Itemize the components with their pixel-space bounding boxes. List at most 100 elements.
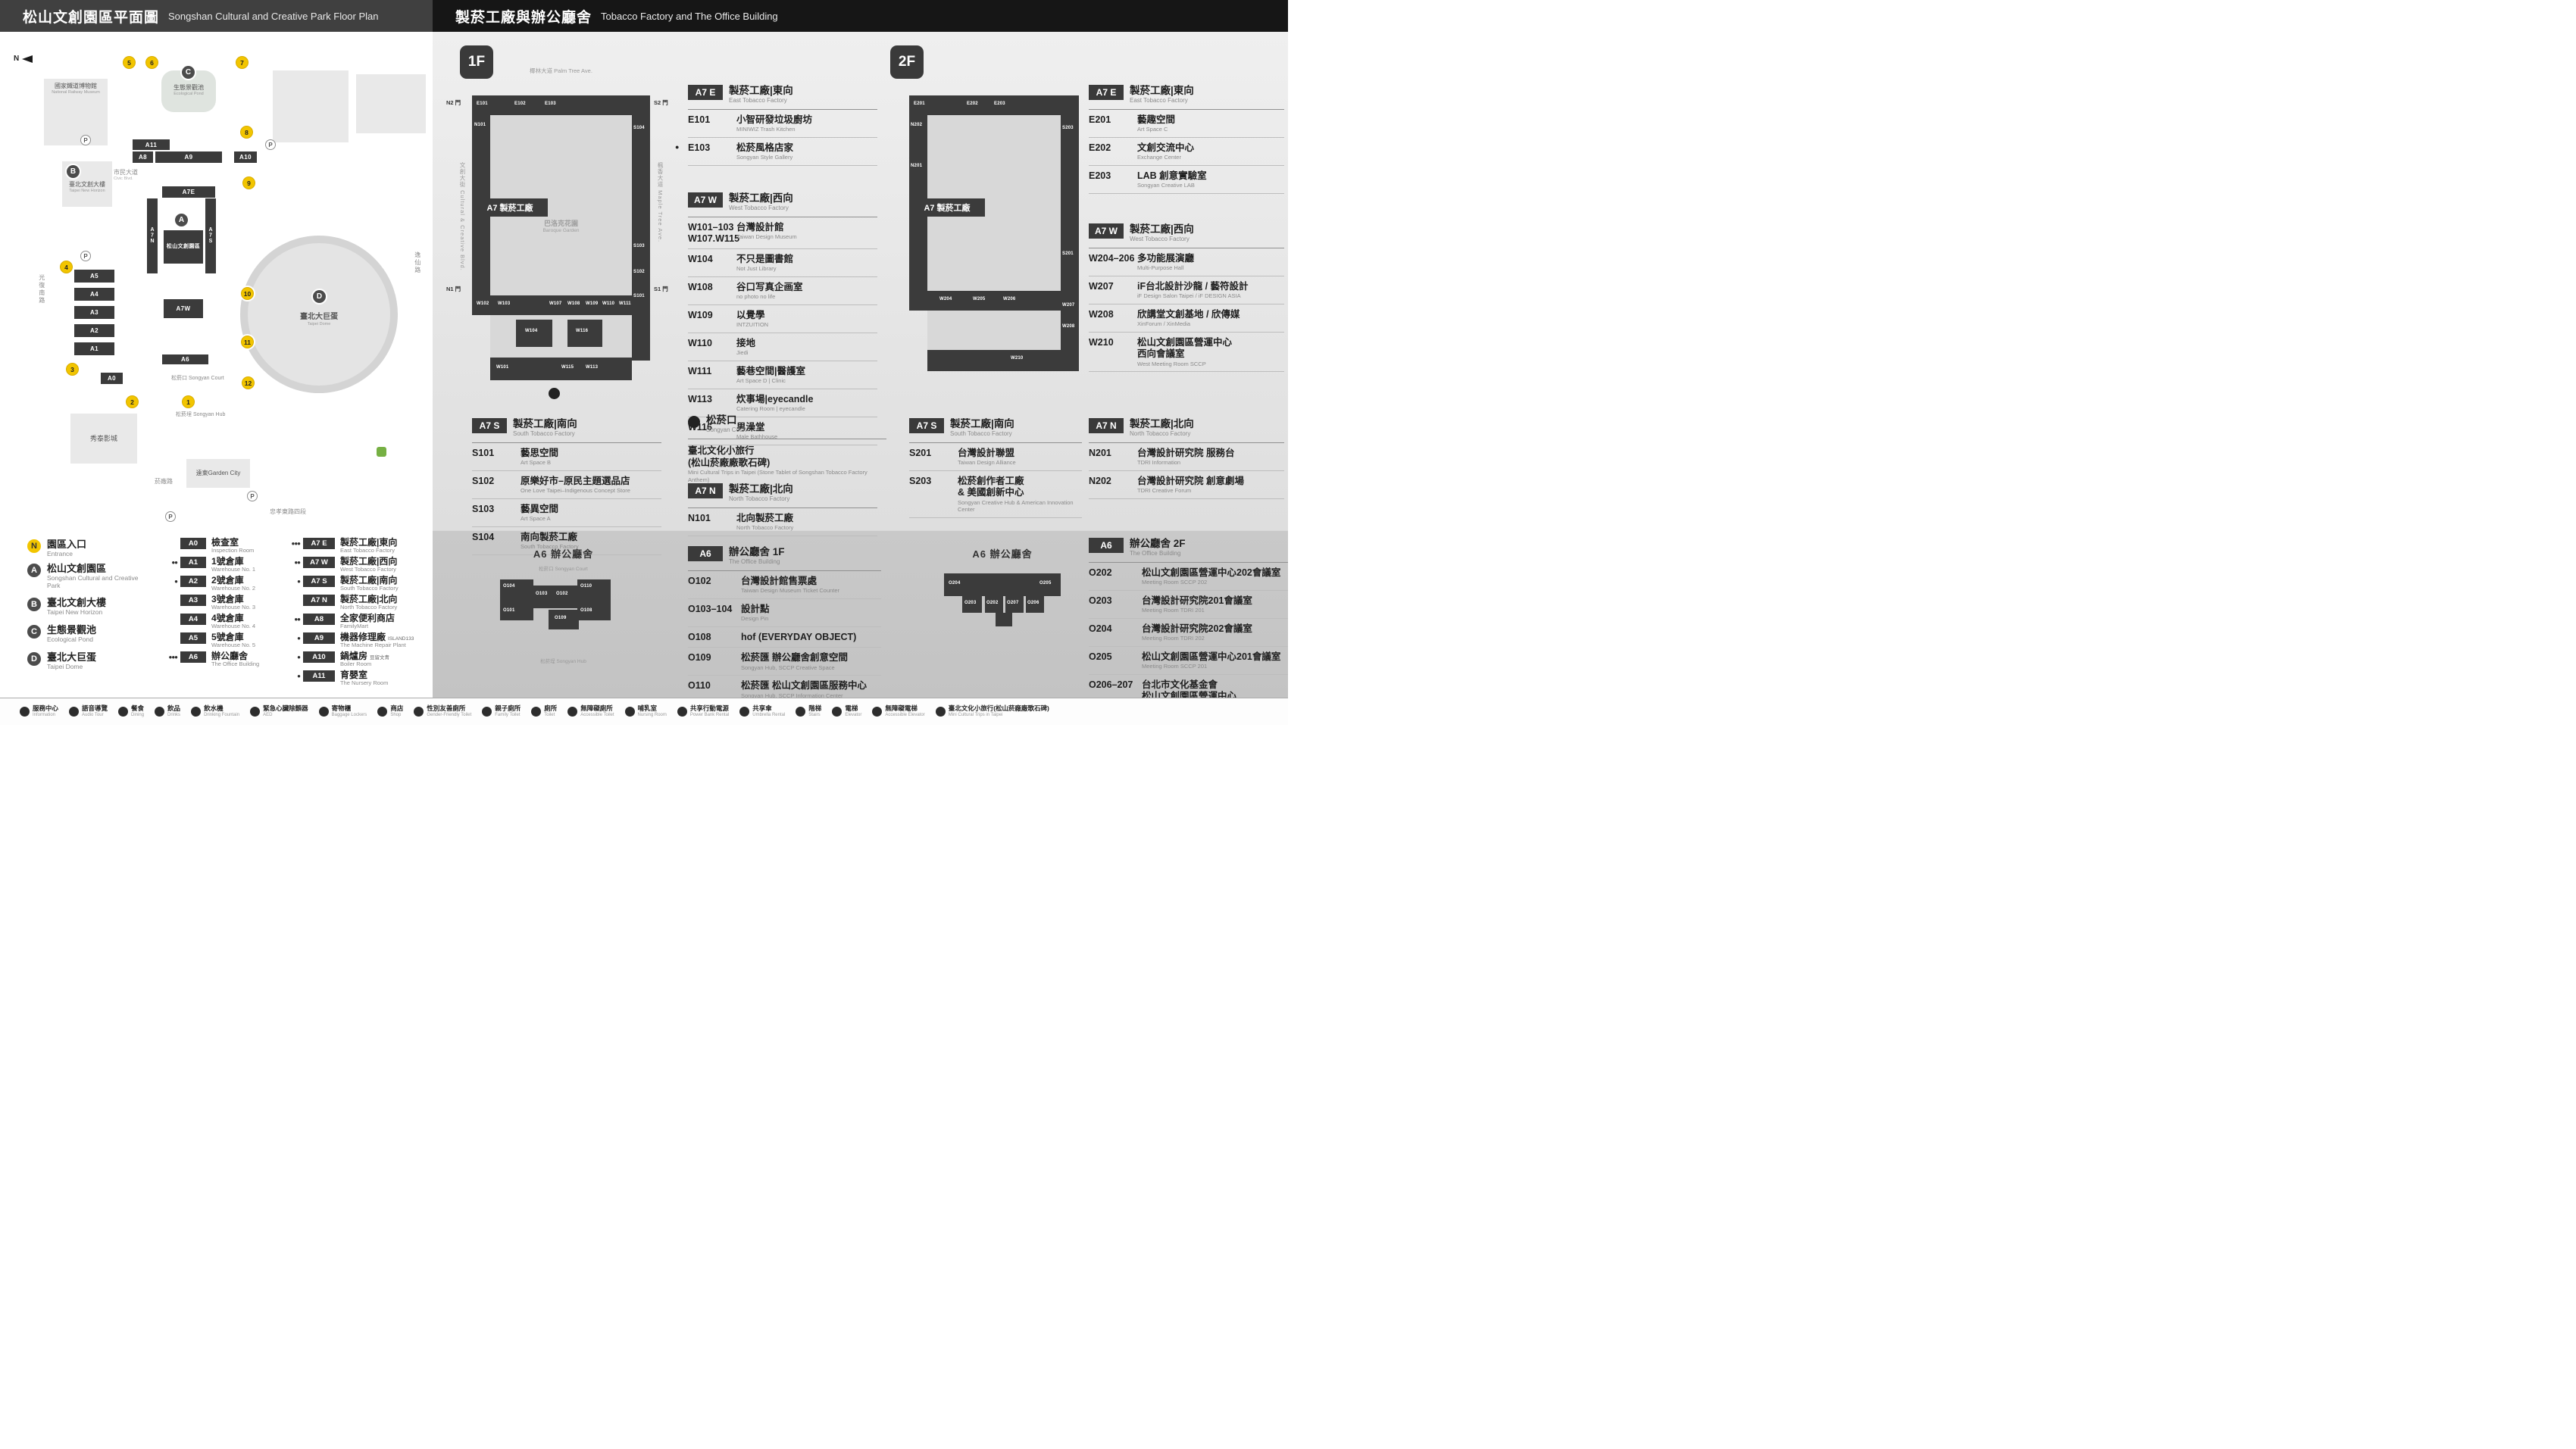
- section-badge: A7 S: [472, 418, 507, 433]
- room-label-w206: W206: [1003, 297, 1016, 301]
- building-label-zh: 全家便利商店: [340, 613, 395, 623]
- legend-entrance-row: N 園區入口 Entrance: [27, 539, 142, 567]
- garden-city-block: 遠東Garden City: [186, 459, 250, 488]
- legend-icon: [250, 707, 261, 717]
- room-label-w207: W207: [1062, 303, 1075, 308]
- room-label-o108: O108: [580, 608, 592, 613]
- legend-building-row: A4 4號倉庫 Warehouse No. 4: [158, 614, 273, 632]
- building-label-zh: 4號倉庫: [211, 613, 244, 623]
- legend-label-en: Family Toilet: [495, 712, 521, 717]
- room-label-o103: O103: [536, 592, 548, 596]
- songyan-hub-label: 松菸埕 Songyan Hub: [540, 659, 586, 664]
- a6-west-block: [500, 579, 533, 620]
- a6-plan-2f: A6 辦公廳舍 O204 O205 O203 O202 O207 O206: [932, 546, 1073, 660]
- parking-icon: P: [80, 251, 91, 261]
- building-label-en: Warehouse No. 4: [211, 622, 256, 629]
- room-code: O202: [1089, 567, 1112, 578]
- legend-item: 廁所 Toilet: [531, 704, 558, 718]
- room-code: S104: [472, 531, 495, 542]
- amenity-icons: ●●●: [168, 654, 179, 660]
- room-name: hof (EVERYDAY OBJECT): [741, 631, 857, 642]
- legend-item: 無障礙廁所 Accessible Toilet: [567, 704, 614, 718]
- legend-icon: [414, 707, 424, 717]
- legend-item: 電梯 Elevator: [832, 704, 861, 718]
- building-label-en: West Tobacco Factory: [340, 565, 396, 573]
- landmark-label-zh: 臺北文創大樓: [47, 597, 107, 609]
- room-code: E202: [1089, 142, 1111, 153]
- room-code: E103: [688, 142, 711, 153]
- room-code: N202: [1089, 475, 1111, 486]
- building-label-en: Warehouse No. 2: [211, 584, 256, 592]
- building-label-zh: 育嬰室: [340, 670, 368, 680]
- building-note: ISLAND133: [388, 636, 414, 642]
- landmark-b-marker: B: [67, 165, 80, 178]
- legend-label-zh: 飲水機: [204, 704, 224, 713]
- entrance-badge: N: [27, 539, 41, 553]
- building-label-en: South Tobacco Factory: [340, 584, 399, 592]
- room-code: O109: [688, 652, 711, 664]
- legend-icon: [482, 707, 492, 717]
- building-label-zh: 鍋爐房: [340, 651, 368, 661]
- legend-building-row: ●●● A6 辦公廳舍 The Office Building: [158, 651, 273, 670]
- legend-icon: [118, 707, 129, 717]
- room-label-s101: S101: [633, 294, 645, 298]
- legend-label-en: Shop: [390, 712, 402, 717]
- legend-label-zh: 廁所: [544, 704, 558, 713]
- entrance-marker-7: 7: [236, 56, 249, 69]
- building-a3: A3: [74, 306, 114, 319]
- building-label-zh: 1號倉庫: [211, 556, 244, 567]
- legend-label-zh: 哺乳室: [637, 704, 658, 713]
- legend-label-zh: 共享行動電源: [689, 704, 729, 713]
- room-code: O110: [688, 680, 711, 692]
- legend-item: 寄物櫃 Baggage Lockers: [318, 704, 367, 718]
- room-list-row: O108 hof (EVERYDAY OBJECT): [688, 627, 881, 648]
- legend-icon: [377, 707, 388, 717]
- cinema-label: 秀泰影城: [89, 435, 117, 442]
- building-badge: A9: [303, 632, 335, 644]
- youbike-icon: [377, 447, 386, 457]
- legend-label-zh: 階梯: [808, 704, 822, 713]
- legend-label-zh: 語音導覽: [82, 704, 108, 713]
- legend-icon: [191, 707, 202, 717]
- a7-factory-label: A7 製菸工廠: [472, 198, 548, 217]
- songyan-court-icon: [549, 388, 560, 399]
- building-label-en: The Nursery Room: [340, 679, 389, 686]
- a6-room-block: [985, 596, 1003, 613]
- legend-label-en: Baggage Lockers: [331, 712, 367, 717]
- room-code: S201: [909, 447, 932, 458]
- room-label-s103: S103: [633, 244, 645, 248]
- room-label-o101: O101: [503, 608, 515, 613]
- a6-plan-title: A6 辦公廳舍: [972, 548, 1033, 560]
- legend-label-zh: 服務中心: [33, 704, 59, 713]
- legend-building-row: A5 5號倉庫 Warehouse No. 5: [158, 632, 273, 651]
- amenity-icons: ●: [297, 635, 301, 642]
- landmark-badge: B: [27, 598, 41, 612]
- legend-label-zh: 電梯: [845, 704, 858, 713]
- legend-label-en: Umbrella Rental: [752, 712, 786, 717]
- wing-west-lower: [927, 350, 1061, 371]
- legend-item: 親子廁所 Family Toilet: [482, 704, 521, 718]
- right-title-en: Tobacco Factory and The Office Building: [601, 10, 778, 22]
- legend-item: 飲品 Drinks: [155, 704, 180, 718]
- road-civic-blvd: 市民大道 Civic Blvd.: [114, 169, 138, 181]
- building-a10: A10: [234, 151, 257, 163]
